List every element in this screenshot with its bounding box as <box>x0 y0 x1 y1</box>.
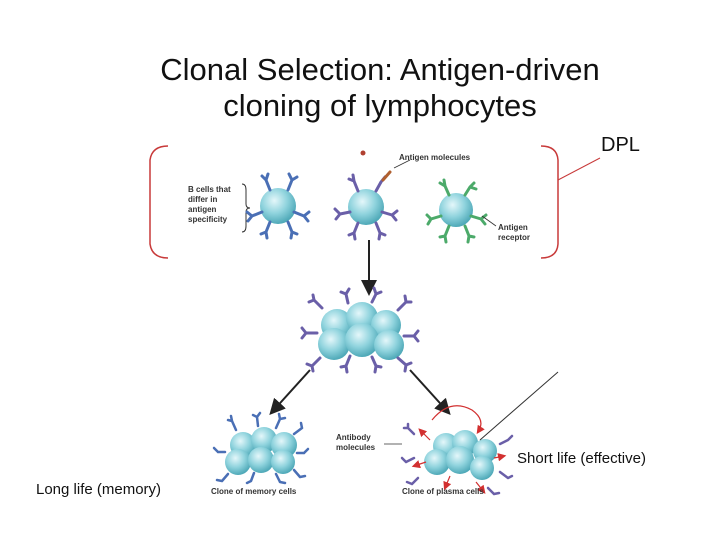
memory-clone-cluster <box>212 411 310 485</box>
left-bracket <box>149 145 169 259</box>
right-bracket <box>540 145 559 259</box>
to-memory-arrow <box>269 369 311 415</box>
title-line-2: cloning of lymphocytes <box>223 88 537 123</box>
slide-title: Clonal Selection: Antigen-driven cloning… <box>0 52 720 124</box>
plasma-clone-cluster <box>400 405 514 496</box>
antigen-receptor-label: Antigen receptor <box>498 223 530 242</box>
short-life-note: Short life (effective) <box>517 450 646 467</box>
dpl-note: DPL <box>601 134 640 156</box>
memory-clone-label: Clone of memory cells <box>211 487 297 496</box>
b-cells-label: B cells that differ in antigen specifici… <box>188 185 233 224</box>
title-line-1: Clonal Selection: Antigen-driven <box>160 52 600 87</box>
b-cell-2-selected <box>333 159 411 241</box>
b-cells-brace <box>241 183 251 233</box>
dpl-pointer-line <box>557 157 601 181</box>
antigen-molecule-icon <box>360 150 366 156</box>
b-cell-1 <box>245 172 311 240</box>
b-cell-3 <box>425 178 497 244</box>
activated-clone-cluster <box>300 286 420 374</box>
to-plasma-arrow <box>409 369 451 415</box>
plasma-clone-label: Clone of plasma cells <box>402 487 484 496</box>
antigen-molecules-label: Antigen molecules <box>399 153 471 162</box>
long-life-note: Long life (memory) <box>36 481 162 498</box>
short-life-pointer-line <box>479 371 559 441</box>
antibody-molecules-label: Antibody molecules <box>336 433 376 452</box>
